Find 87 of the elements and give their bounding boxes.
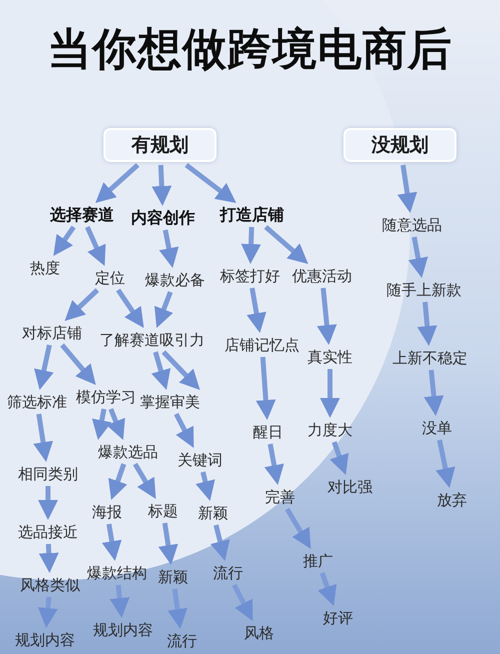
arrow (108, 463, 128, 500)
category-box: 有规划 (104, 128, 216, 162)
step-label: 醒日 (253, 423, 283, 441)
step-label: 流行 (167, 632, 197, 650)
arrow (436, 439, 456, 488)
arrow (184, 163, 236, 203)
step-label: 筛选标准 (7, 393, 67, 411)
arrow (116, 288, 144, 328)
arrow (246, 288, 266, 333)
step-label: 优惠活动 (292, 267, 352, 285)
arrow (159, 230, 179, 268)
step-label: 相同类别 (18, 465, 78, 483)
step-label: 推广 (303, 552, 333, 570)
step-label: 掌握审美 (140, 393, 200, 411)
arrow (417, 302, 438, 346)
arrow (408, 236, 428, 278)
arrow (174, 412, 194, 448)
arrow (38, 596, 58, 628)
arrow (110, 584, 130, 618)
step-label: 真实性 (308, 348, 352, 366)
branch-heading: 选择赛道 (50, 206, 114, 224)
arrow (38, 486, 58, 520)
arrow (168, 588, 188, 629)
arrow (60, 343, 96, 385)
step-label: 没单 (422, 419, 452, 437)
arrow (106, 408, 126, 440)
step-label: 新颖 (158, 568, 188, 586)
step-label: 上新不稳定 (392, 349, 468, 367)
step-label: 完善 (265, 488, 295, 506)
step-label: 选品接近 (18, 523, 78, 541)
title: 当你想做跨境电商后 (46, 23, 454, 77)
arrow (85, 226, 106, 266)
step-label: 随意选品 (382, 216, 442, 234)
arrow (162, 350, 200, 390)
arrow (102, 524, 122, 561)
arrow (241, 226, 262, 264)
step-label: 关键词 (178, 451, 222, 469)
arrow (256, 356, 276, 420)
branch-heading: 打造店铺 (220, 206, 284, 224)
arrow (64, 288, 100, 321)
step-label: 新颖 (198, 504, 228, 522)
branch-heading: 内容创作 (131, 209, 195, 227)
step-label: 流行 (213, 564, 243, 582)
arrow (320, 369, 340, 418)
arrow (38, 544, 59, 573)
arrow (132, 462, 156, 499)
arrow (318, 572, 337, 606)
step-label: 好评 (323, 609, 353, 627)
step-label: 海报 (92, 503, 122, 521)
step-label: 定位 (95, 269, 125, 287)
arrow (92, 408, 112, 440)
step-label: 规划内容 (93, 621, 153, 639)
arrow (154, 291, 174, 328)
arrow (34, 344, 54, 390)
arrow (264, 444, 284, 485)
step-label: 风格类似 (20, 576, 80, 594)
step-label: 店铺记忆点 (224, 336, 300, 354)
step-label: 热度 (30, 259, 60, 277)
arrow (397, 164, 418, 213)
step-label: 随手上新款 (386, 281, 462, 299)
arrow (424, 370, 444, 416)
step-label: 爆款结构 (87, 564, 147, 582)
arrow (330, 441, 349, 475)
arrow (158, 522, 178, 565)
arrow (152, 164, 172, 206)
step-label: 对比强 (328, 478, 372, 496)
step-label: 标题 (148, 502, 178, 520)
arrow (284, 508, 311, 549)
arrow (196, 471, 215, 501)
arrow (95, 163, 140, 203)
step-label: 标签打好 (220, 267, 280, 285)
step-label: 风格 (244, 624, 274, 642)
arrow (264, 225, 308, 264)
arrow (151, 351, 171, 390)
arrow (33, 414, 54, 462)
step-label: 爆款选品 (98, 443, 158, 461)
step-label: 规划内容 (15, 631, 75, 649)
step-label: 力度大 (308, 421, 352, 439)
step-label: 对标店铺 (22, 324, 82, 342)
step-label: 模仿学习 (76, 388, 136, 406)
step-label: 放弃 (437, 491, 467, 509)
arrow (53, 226, 76, 256)
step-label: 爆款必备 (145, 271, 205, 289)
step-label: 了解赛道吸引力 (100, 331, 204, 349)
arrow (316, 288, 337, 345)
category-box: 没规划 (344, 128, 456, 162)
arrow (232, 584, 253, 621)
